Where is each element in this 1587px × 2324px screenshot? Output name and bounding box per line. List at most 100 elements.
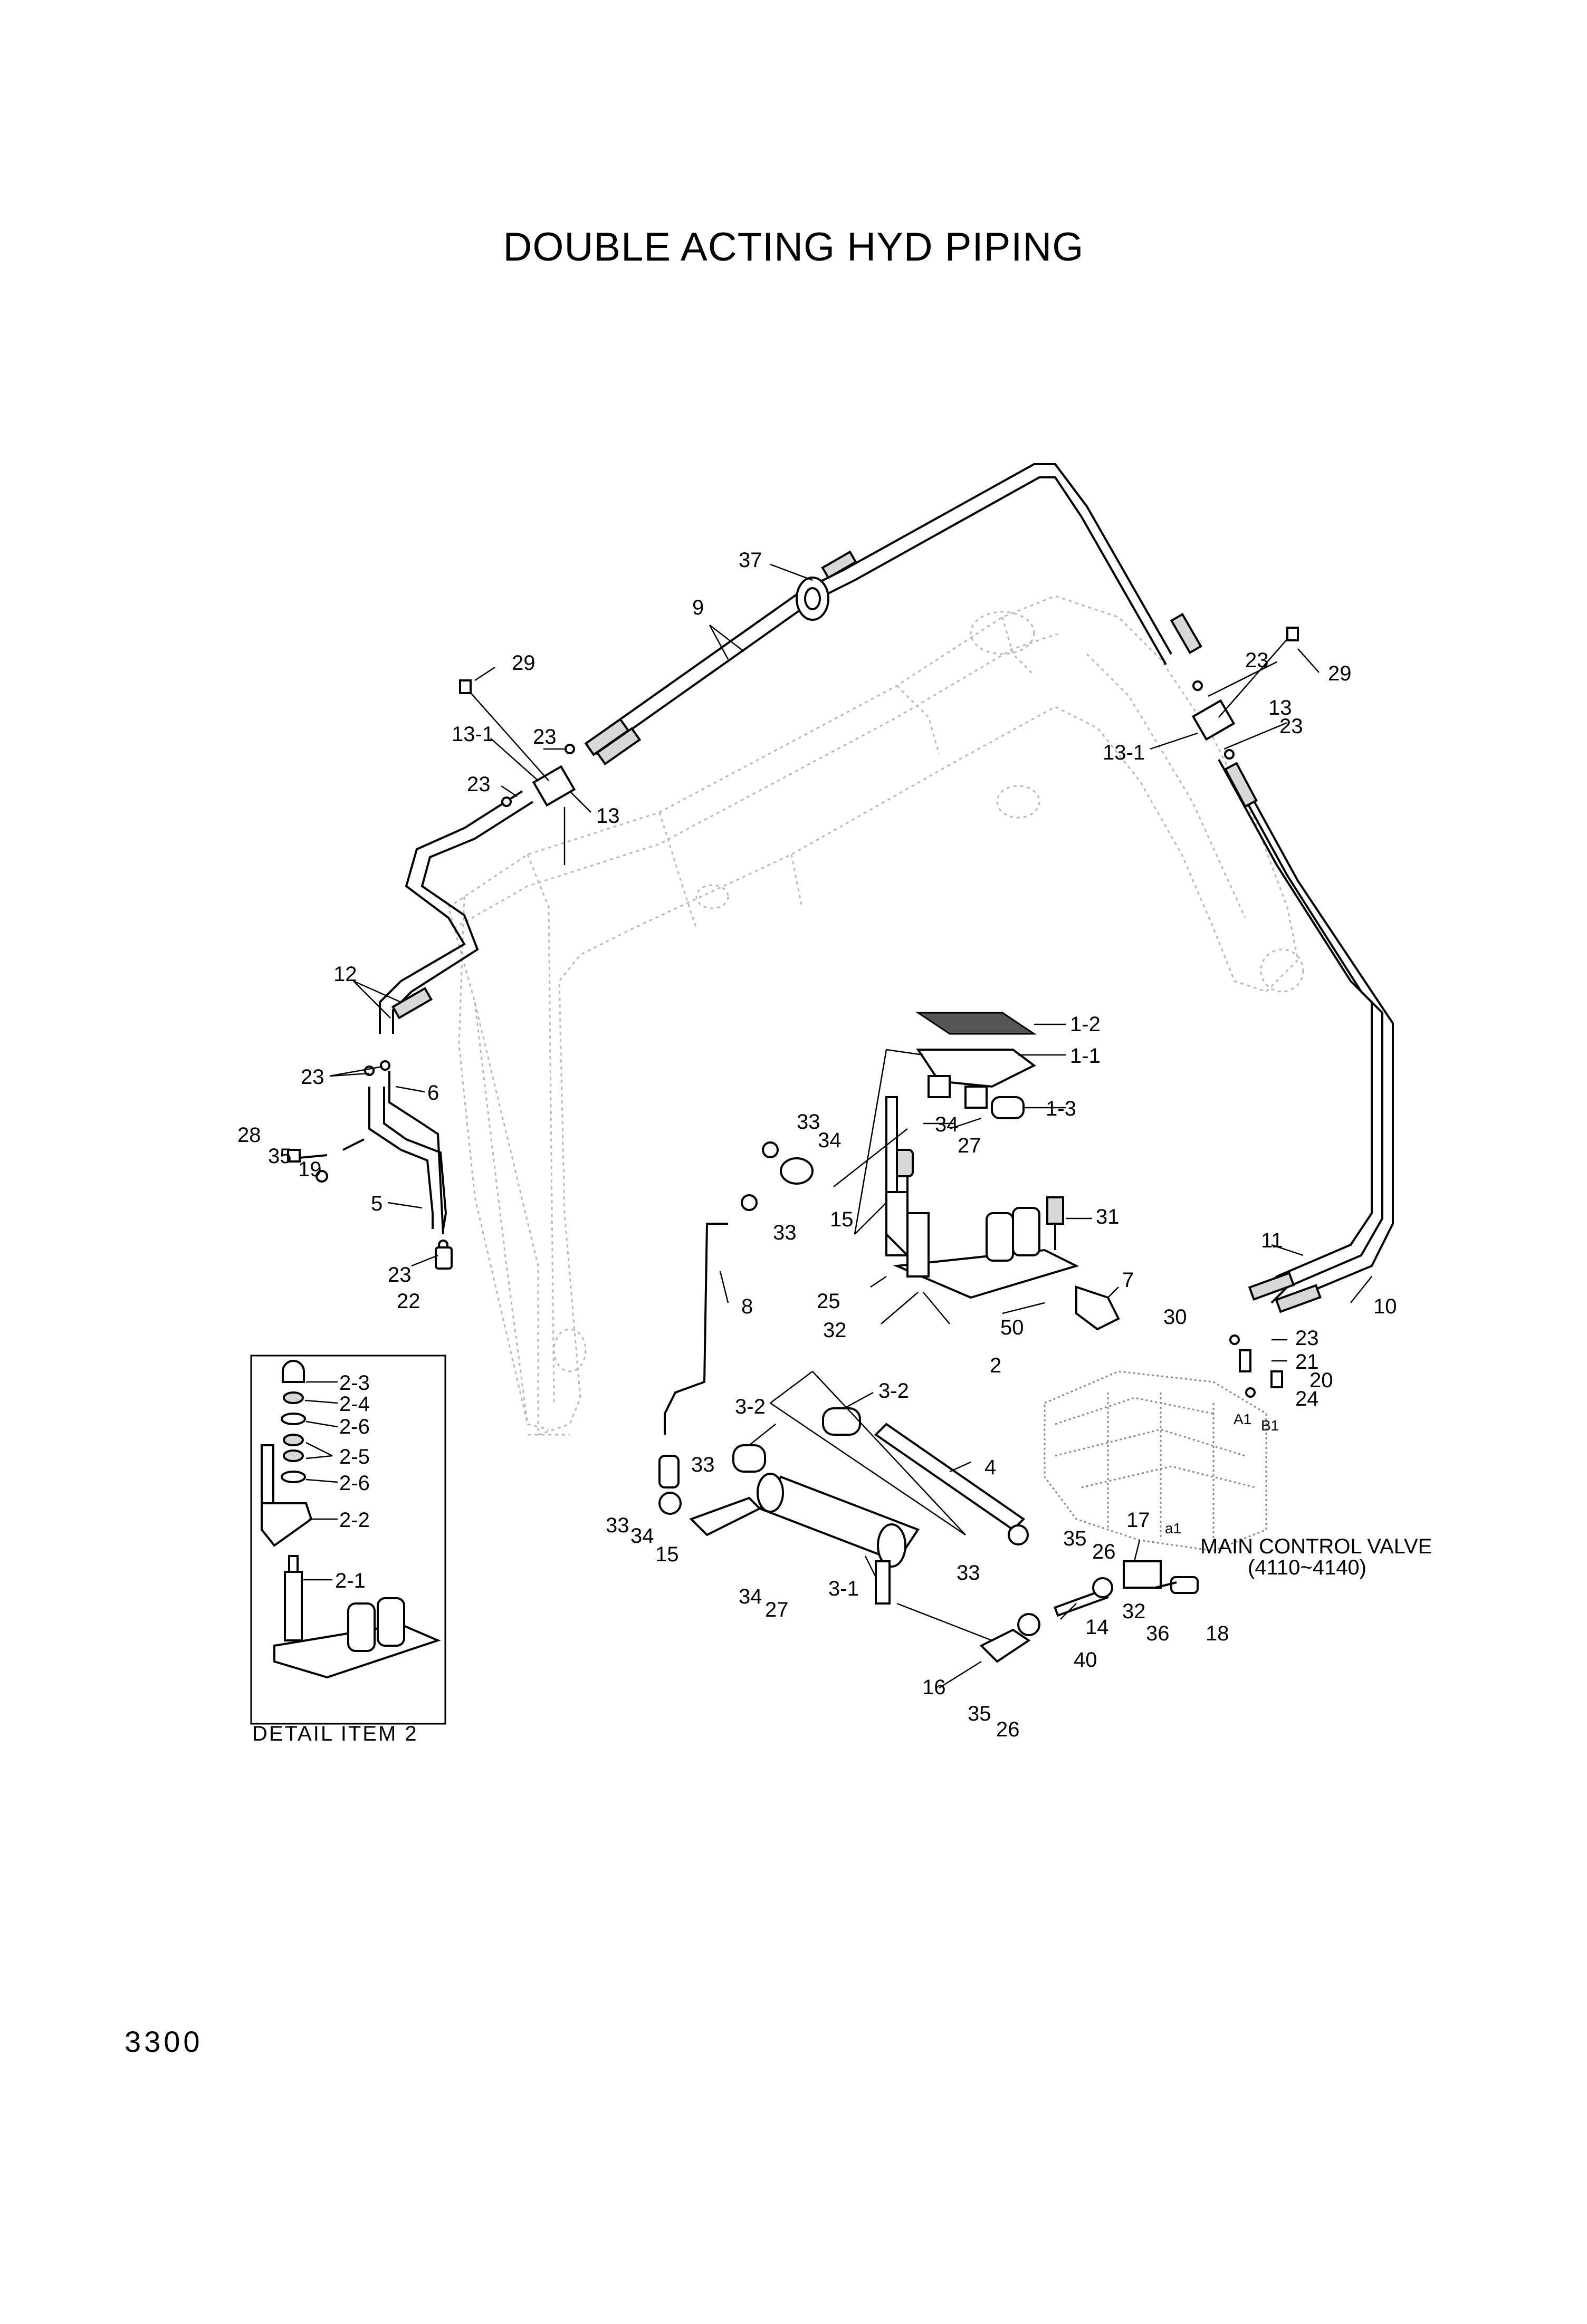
main-control-valve (1044, 1370, 1267, 1552)
callout-1-1: 1-1 (1070, 1044, 1101, 1068)
callout-13: 13 (596, 804, 620, 828)
callout-9: 9 (692, 596, 704, 619)
rod-8 (664, 1223, 728, 1435)
port-label-A1: A1 (1234, 1411, 1251, 1427)
callout-36: 36 (1146, 1622, 1170, 1645)
valve-label-line2: (4110~4140) (1248, 1556, 1366, 1579)
shaft-3-1 (757, 1473, 920, 1568)
detail-callout-2-4: 2-4 (339, 1393, 370, 1416)
callout-12: 12 (333, 963, 357, 986)
callout-24: 24 (1295, 1387, 1319, 1410)
callout-33: 33 (957, 1561, 980, 1584)
link-14-17-18 (1054, 1560, 1199, 1617)
callout-32: 32 (823, 1319, 847, 1342)
callout-27: 27 (765, 1598, 789, 1621)
callout-33: 33 (773, 1221, 797, 1244)
callout-2: 2 (990, 1354, 1001, 1377)
page-title: DOUBLE ACTING HYD PIPING (503, 225, 1084, 270)
pivot-15-upper (741, 1141, 814, 1211)
callout-14: 14 (1085, 1616, 1109, 1639)
detail-caption: DETAIL ITEM 2 (252, 1722, 418, 1745)
callout-13: 13 (1268, 696, 1292, 719)
valve-label-line1: MAIN CONTROL VALVE (1200, 1535, 1432, 1558)
callout-35: 35 (1063, 1527, 1087, 1550)
callout-34: 34 (935, 1113, 959, 1136)
callout-34: 34 (739, 1585, 762, 1608)
callout-11: 11 (1261, 1229, 1283, 1252)
rod-end-16 (979, 1613, 1040, 1663)
callout-4: 4 (984, 1456, 996, 1479)
pipe-6 (388, 1071, 444, 1235)
callout-23: 23 (388, 1263, 412, 1286)
callout-34: 34 (818, 1129, 842, 1152)
callout-28: 28 (237, 1123, 261, 1147)
page-number: 3300 (125, 2025, 203, 2058)
callout-19: 19 (298, 1158, 322, 1181)
callout-32: 32 (1122, 1600, 1146, 1623)
callout-34: 34 (630, 1524, 654, 1548)
callout-35: 35 (268, 1145, 292, 1168)
pedal-1-1 (916, 1049, 1036, 1109)
detail-callout-2-3: 2-3 (339, 1371, 370, 1395)
callout-20: 20 (1309, 1369, 1333, 1392)
callout-27: 27 (958, 1134, 981, 1157)
callout-23: 23 (1245, 649, 1269, 672)
callout-23: 23 (467, 773, 491, 796)
callout-13-1: 13-1 (1103, 741, 1145, 764)
callout-21: 21 (1295, 1350, 1319, 1374)
callout-15: 15 (830, 1208, 854, 1231)
callout-6: 6 (427, 1081, 439, 1105)
callout-3-2: 3-2 (735, 1395, 766, 1418)
fittings-20-21 (1239, 1349, 1283, 1388)
callout-35: 35 (968, 1702, 991, 1725)
callout-1-2: 1-2 (1070, 1013, 1101, 1036)
detail-callout-2-6: 2-6 (339, 1472, 370, 1495)
callout-23: 23 (1279, 715, 1303, 738)
callout-50: 50 (1000, 1316, 1024, 1339)
callout-26: 26 (996, 1718, 1020, 1741)
callout-25: 25 (817, 1290, 840, 1313)
hose-fittings (391, 550, 1322, 1313)
boom-outline (447, 595, 1304, 1436)
callout-29: 29 (1328, 662, 1352, 685)
callout-33: 33 (691, 1453, 715, 1476)
callout-labels: 37 9 29 13-1 23 23 13 12 23 6 28 35 19 5… (237, 549, 1432, 1745)
adapter-22 (435, 1246, 453, 1270)
port-label-a1: a1 (1165, 1520, 1181, 1536)
pipe-9 (585, 463, 1172, 755)
callout-33: 33 (797, 1110, 820, 1134)
callout-15: 15 (655, 1543, 679, 1566)
port-label-B1: B1 (1261, 1417, 1279, 1434)
callout-16: 16 (922, 1676, 946, 1699)
callout-3-2: 3-2 (878, 1379, 909, 1403)
detail-callout-2-2: 2-2 (339, 1509, 370, 1532)
block-13-left (459, 679, 576, 865)
rod-4 (874, 1423, 1029, 1545)
callout-10: 10 (1373, 1295, 1397, 1318)
callout-22: 22 (397, 1290, 420, 1313)
callout-8: 8 (741, 1295, 753, 1318)
bolts-28-19 (287, 1138, 365, 1183)
orings-23 (364, 680, 1256, 1398)
pin-1-3 (991, 1096, 1025, 1119)
pipe-10-11 (1218, 759, 1394, 1309)
callout-23: 23 (1295, 1327, 1319, 1350)
callout-26: 26 (1092, 1540, 1116, 1563)
detail-item-2-frame (250, 1355, 446, 1725)
detail-callout-2-1: 2-1 (335, 1569, 366, 1592)
clamp-37 (796, 577, 829, 621)
callout-23: 23 (533, 725, 557, 748)
callout-40: 40 (1074, 1648, 1097, 1672)
leader-lines (329, 563, 1372, 1689)
callout-29: 29 (512, 651, 536, 675)
bushing-3-2 (732, 1407, 861, 1473)
callout-31: 31 (1096, 1205, 1120, 1228)
callout-33: 33 (606, 1514, 629, 1537)
detail-item-2-parts (261, 1360, 441, 1679)
callout-1-3: 1-3 (1046, 1097, 1076, 1120)
block-13-right (1191, 627, 1299, 741)
callout-18: 18 (1206, 1622, 1229, 1645)
pipe-5 (368, 1087, 447, 1230)
lever-arm (658, 1455, 891, 1605)
